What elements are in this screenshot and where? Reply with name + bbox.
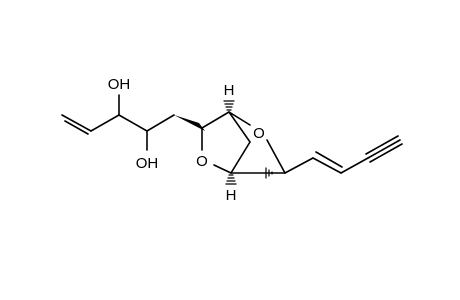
ring-oxygen-right-label: O (253, 125, 265, 142)
hydroxyl-lower-label: OH (136, 155, 159, 172)
ring-bond-e (213, 164, 232, 174)
bicyclic-ring (201, 111, 286, 174)
side-bond-2 (340, 157, 369, 174)
vinyl-group (61, 114, 92, 135)
pentenynyl-chain (284, 135, 403, 174)
diol-chain (90, 94, 175, 151)
chain-bond-c3-c4 (118, 114, 148, 132)
ring-bond-b (228, 111, 251, 126)
hashed-bond-right (265, 167, 273, 179)
triple-bond-lower (369, 143, 403, 163)
methylene-bridge-upper (228, 111, 251, 143)
vinyl-bond-outer (61, 114, 92, 132)
methylene-bridge-lower (230, 141, 251, 174)
triple-bond-middle (367, 139, 401, 159)
ring-oxygen-left-label: O (196, 153, 208, 170)
bridgehead-h-top-label: H (224, 82, 235, 99)
side-bond-1 (284, 157, 314, 174)
hydroxyl-upper-label: OH (108, 76, 131, 93)
bridgehead-h-bottom-label: H (226, 187, 237, 204)
vinyl-bond-inner (64, 120, 89, 135)
chain-bond-c2-c3 (90, 114, 120, 132)
chain-bond-c4-c5 (146, 114, 175, 132)
ring-bond-a (201, 111, 230, 129)
side-double-outer (312, 157, 342, 174)
side-double-inner (315, 151, 343, 168)
triple-bond-upper (365, 135, 399, 155)
hashed-bond-bottom (225, 174, 237, 185)
stereo-wedge-bond (174, 115, 205, 131)
ring-bond-c (266, 139, 286, 174)
hashed-bond-top (223, 100, 235, 111)
